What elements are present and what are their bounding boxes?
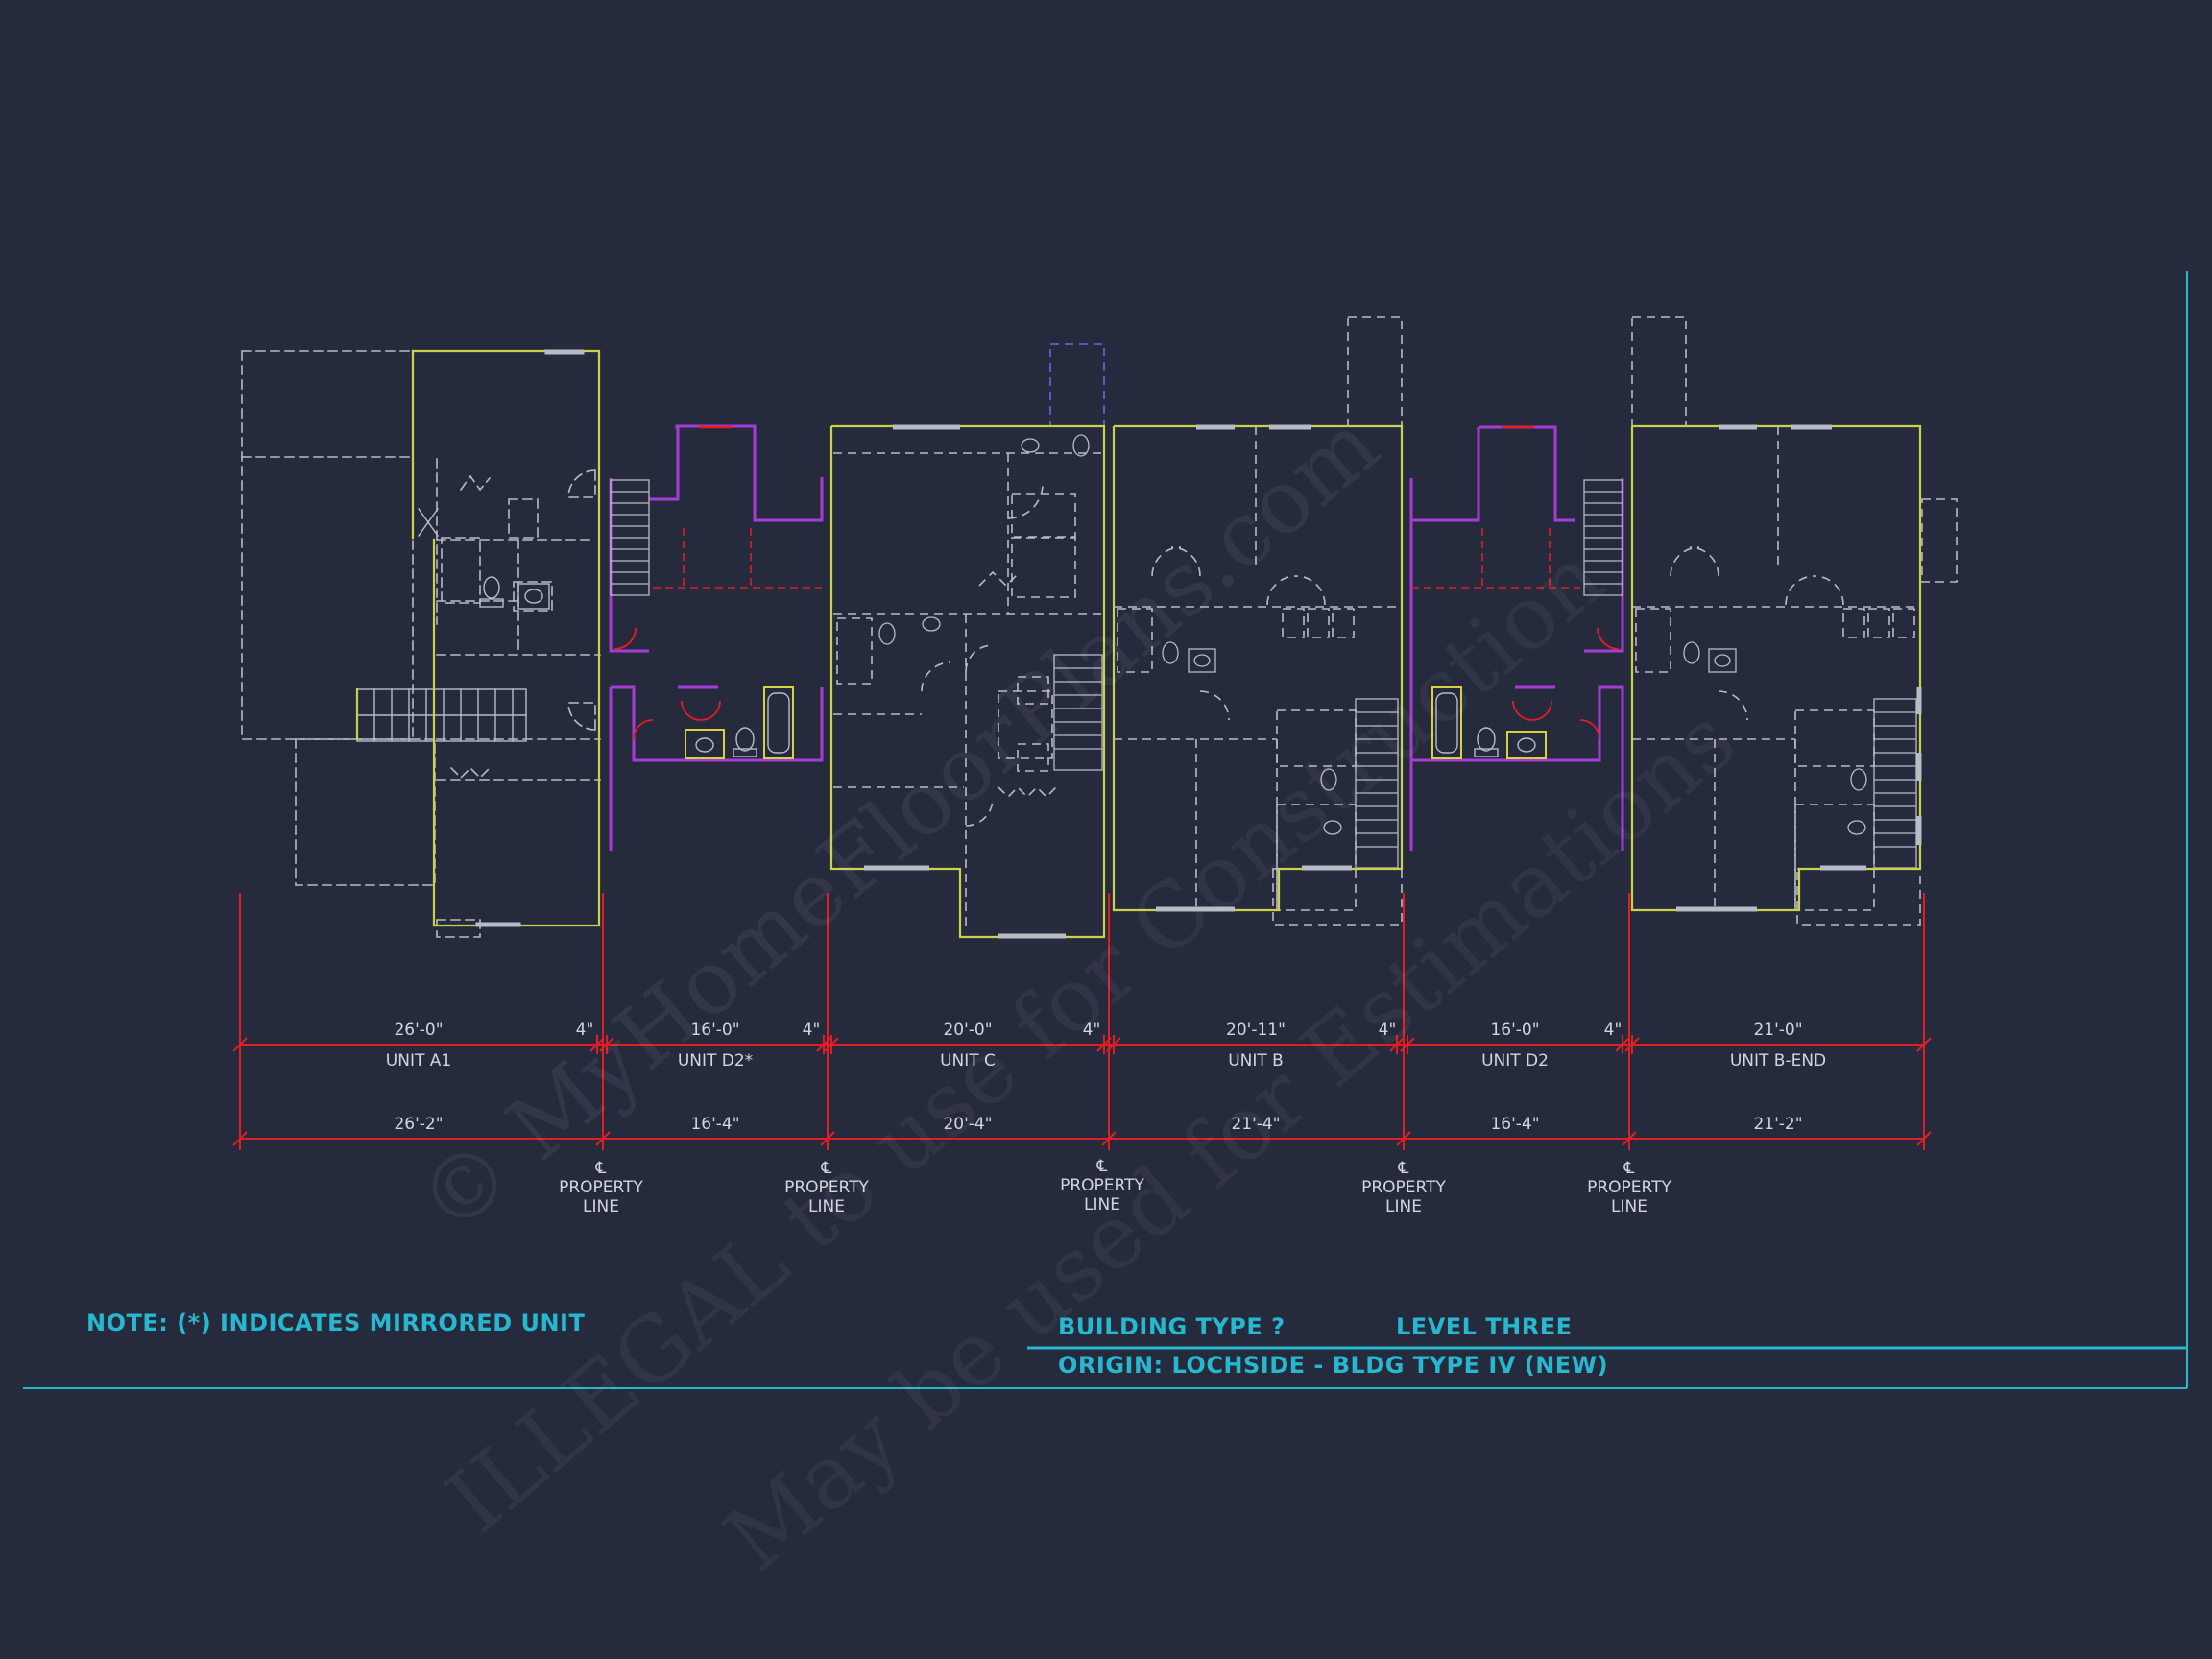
unit-b-plan (1112, 316, 1404, 926)
centerline-symbol: ℄ (1623, 1159, 1635, 1178)
wall-gap-dimension: 4" (576, 1021, 594, 1040)
property-line-label: PROPERTY (784, 1178, 869, 1197)
unit-name-label: UNIT C (940, 1051, 996, 1070)
unit-d2-plan (1409, 425, 1624, 851)
unit-d2-mirrored-plan (609, 424, 824, 851)
unit-outer-dimension: 26'-2" (394, 1115, 443, 1134)
property-line-label: PROPERTY (1060, 1176, 1144, 1195)
property-line-label: LINE (1611, 1197, 1647, 1216)
mirrored-unit-note: NOTE: (*) INDICATES MIRRORED UNIT (86, 1310, 586, 1336)
unit-name-label: UNIT A1 (386, 1051, 451, 1070)
unit-inner-dimension: 20'-0" (943, 1021, 992, 1040)
wall-gap-dimension: 4" (1379, 1021, 1397, 1040)
unit-name-label: UNIT B (1228, 1051, 1284, 1070)
unit-outer-dimension: 21'-2" (1753, 1115, 1802, 1134)
centerline-symbol: ℄ (1398, 1159, 1409, 1178)
wall-gap-dimension: 4" (803, 1021, 821, 1040)
wall-gap-dimension: 4" (1604, 1021, 1623, 1040)
unit-inner-dimension: 16'-0" (690, 1021, 739, 1040)
centerline-symbol: ℄ (821, 1159, 832, 1178)
centerline-symbol: ℄ (1096, 1157, 1108, 1176)
unit-inner-dimension: 26'-0" (394, 1021, 443, 1040)
unit-outer-dimension: 16'-4" (690, 1115, 739, 1134)
unit-name-label: UNIT D2* (678, 1051, 753, 1070)
property-line-label: LINE (808, 1197, 845, 1216)
wall-gap-dimension: 4" (1083, 1021, 1101, 1040)
dimension-slash (1389, 1037, 1405, 1052)
unit-outer-dimension: 20'-4" (943, 1115, 992, 1134)
dimension-labels: 26'-0" UNIT A1 26'-2" 16'-0" UNIT D2* 16'-4" 2… (386, 1021, 1826, 1134)
property-line-label: PROPERTY (559, 1178, 643, 1197)
unit-c-plan (830, 343, 1106, 939)
unit-inner-dimension: 21'-0" (1753, 1021, 1802, 1040)
property-line-label: LINE (1084, 1195, 1120, 1214)
unit-inner-dimension: 16'-0" (1490, 1021, 1539, 1040)
property-line-label: LINE (583, 1197, 619, 1216)
origin-label: ORIGIN: LOCHSIDE - BLDG TYPE IV (NEW) (1058, 1352, 1609, 1379)
unit-outer-dimension: 21'-4" (1231, 1115, 1280, 1134)
unit-name-label: UNIT B-END (1730, 1051, 1826, 1070)
property-line-label: PROPERTY (1587, 1178, 1671, 1197)
level-label: LEVEL THREE (1396, 1313, 1573, 1340)
property-line-label: PROPERTY (1361, 1178, 1446, 1197)
unit-inner-dimension: 20'-11" (1226, 1021, 1286, 1040)
dimension-slash (1624, 1037, 1640, 1052)
centerline-symbol: ℄ (595, 1159, 607, 1178)
building-type-label: BUILDING TYPE ? (1058, 1313, 1286, 1340)
dimension-lines (232, 893, 1932, 1150)
dimension-slash (589, 1037, 605, 1052)
title-block-lines (23, 271, 2188, 1389)
unit-a1-plan (241, 349, 601, 938)
unit-b-end-plan (1630, 316, 1958, 926)
unit-outer-dimension: 16'-4" (1490, 1115, 1539, 1134)
property-line-labels: ℄PROPERTYLINE℄PROPERTYLINE℄PROPERTYLINE℄… (559, 1157, 1671, 1216)
dimension-slash (1615, 1037, 1630, 1052)
property-line-label: LINE (1385, 1197, 1422, 1216)
unit-name-label: UNIT D2 (1481, 1051, 1549, 1070)
